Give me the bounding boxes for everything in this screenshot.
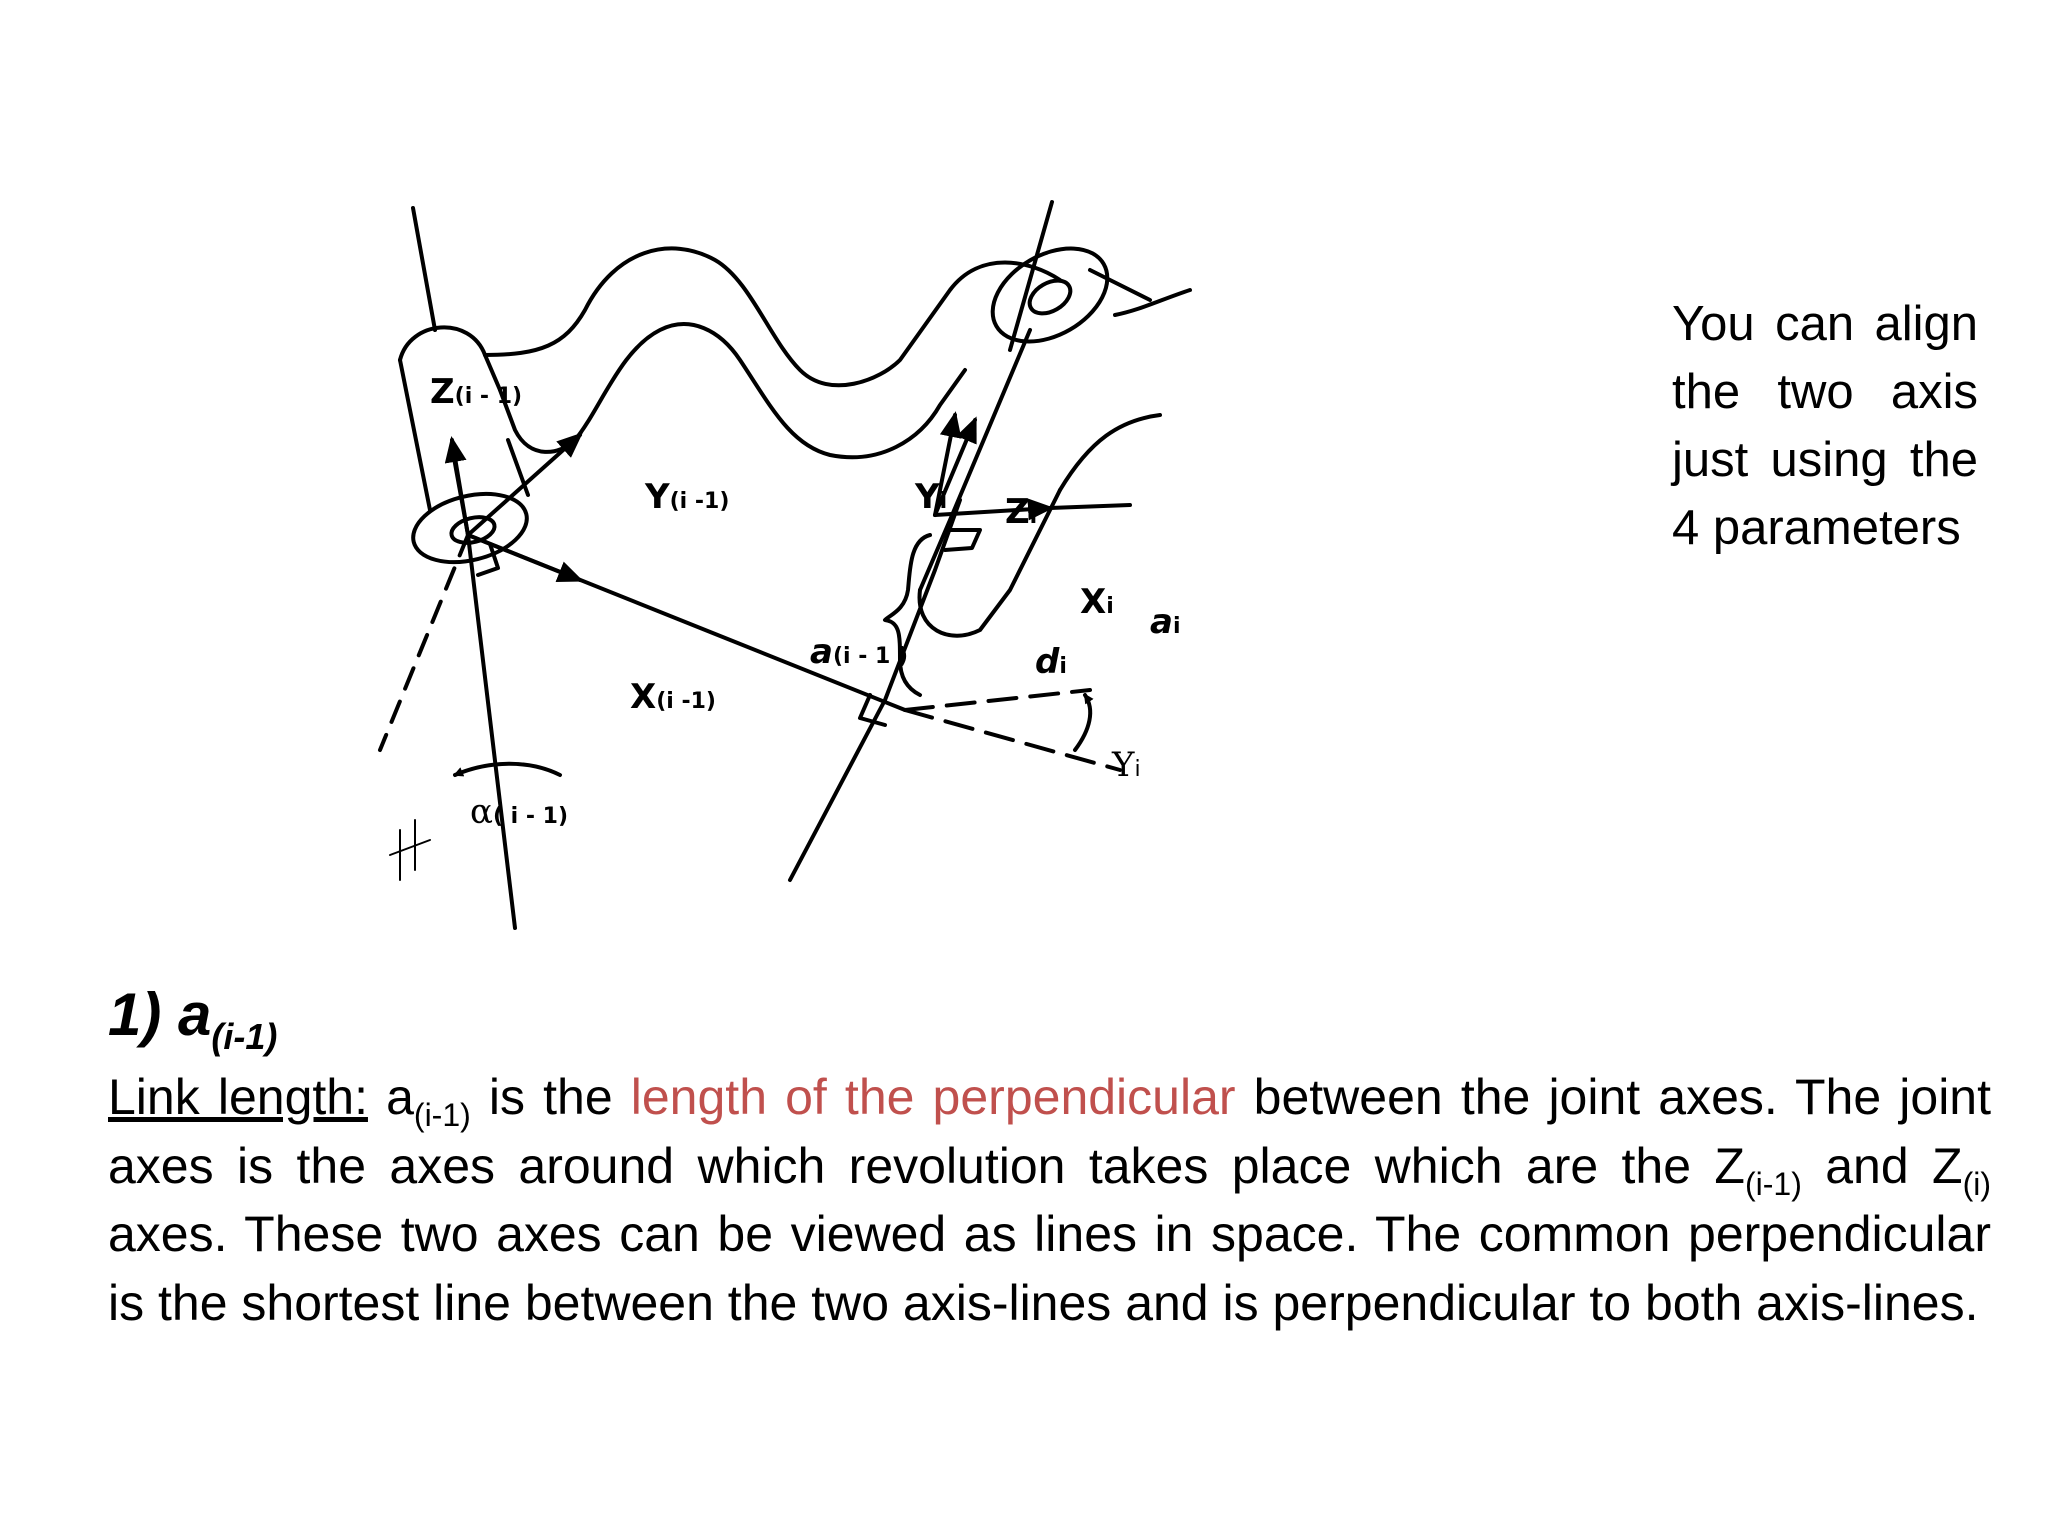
z-i-arrow [933,416,977,517]
label-alpha-prev: α( i - 1) [470,792,569,832]
label-theta-i: Yi [1112,745,1141,785]
side-note: You can align the two axis just using th… [1672,297,1978,555]
theta-dashed-line-lower [903,708,1122,772]
label-x-prev: X(i -1) [630,677,716,717]
alpha-arc [453,761,562,777]
highlight-perpendicular: length of the perpendicular [630,1069,1236,1125]
link-length-paragraph: Link length: a(i-1) is the length of the… [108,1069,1992,1331]
theta-arc [1073,693,1094,752]
label-d-i: di [1035,642,1067,682]
y-prev-arrow [466,432,583,537]
label-a-prev: a(i - 1 ) [810,632,909,672]
term-link-length: Link length: [108,1069,368,1125]
label-x-i: Xi [1080,582,1114,622]
alpha-dashed-line [378,533,470,752]
theta-dashed-line-upper [903,688,1092,712]
label-z-i: Zi [1005,492,1038,532]
joint-axis-prev-line [411,206,437,332]
z-prev-arrow [444,436,470,537]
label-y-i-top: Yi [915,477,948,517]
diagram-drawing [378,200,1192,930]
left-joint-cylinder [398,325,502,392]
link-parameter-diagram: Z(i - 1) Y(i -1) X(i -1) a(i - 1 ) α( i … [360,190,1510,930]
section-heading: 1) a(i-1) [108,981,278,1057]
d-i-brace [883,533,932,697]
label-a-i: ai [1150,602,1181,642]
x-i-arrow [933,498,1054,521]
y-i-arrow [933,411,962,517]
joint-axis-i-line [1008,200,1054,352]
link-body [483,246,1062,388]
label-z-prev: Z(i - 1) [430,372,523,412]
label-y-prev: Y(i -1) [645,477,730,517]
